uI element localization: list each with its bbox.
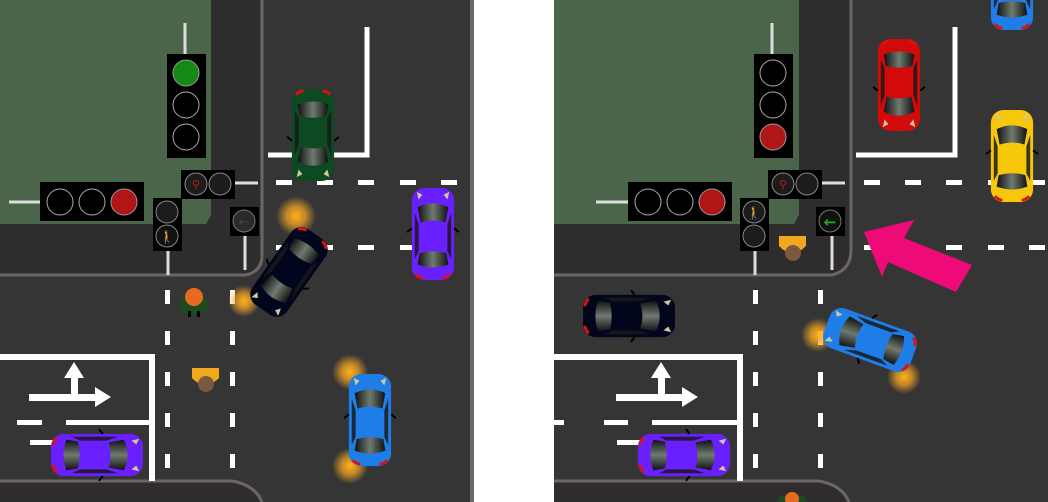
grass (554, 0, 799, 224)
traffic-light-vertical (167, 54, 206, 158)
pedestrian-green-icon: 🚶 (160, 230, 175, 244)
car-purple-bottom (636, 427, 732, 483)
lane-arrow-straight-right (616, 362, 698, 407)
lane-dashes-bottom (554, 420, 738, 445)
stop-line-bottom (554, 354, 743, 481)
crosswalk-dashes (165, 290, 235, 468)
signal-red-light (698, 188, 726, 216)
traffic-light-vertical (754, 54, 793, 158)
signal-red-light (759, 123, 787, 151)
stop-line-top (856, 27, 958, 158)
curb-bottom (554, 479, 851, 502)
pedestrian-red-icon: 🚶 (747, 206, 762, 220)
left-arrow-green-icon: ← (824, 213, 837, 231)
lane-dashes-bottom (17, 420, 150, 445)
pedestrian-signal: 🚶 (740, 198, 769, 251)
bicycle-signal-horizontal: ⚲ (768, 170, 822, 199)
curb-bottom (0, 479, 264, 502)
car-purple-bottom (49, 427, 145, 483)
pedestrian-walking-2 (192, 368, 219, 392)
car-blue (342, 372, 398, 468)
pedestrian-walking-1 (179, 288, 209, 317)
left-turn-arrow-signal: ← (230, 207, 259, 236)
car-red (871, 37, 927, 133)
bicycle-signal-horizontal: ⚲ (181, 170, 235, 199)
curb-top-left (554, 0, 853, 277)
traffic-light-horizontal (40, 182, 144, 221)
sidewalk-bottom (554, 481, 849, 502)
signal-green-light (172, 59, 200, 87)
traffic-light-horizontal (628, 182, 732, 221)
left-arrow-icon: ← (239, 215, 250, 230)
car-dark (581, 288, 677, 344)
curb-right (470, 0, 474, 502)
highlight-arrow (864, 220, 972, 292)
stop-line-bottom (0, 354, 155, 481)
scene-panel-after: ⚲ 🚶 ← (554, 0, 1048, 502)
sidewalk-bottom (0, 481, 262, 502)
pedestrian-bottom (777, 492, 807, 502)
bicycle-red-icon: ⚲ (779, 178, 787, 191)
pedestrian-corner (779, 236, 806, 261)
left-turn-arrow-signal: ← (816, 207, 845, 236)
car-yellow (984, 108, 1040, 204)
lane-arrow-straight-right (29, 362, 111, 407)
car-purple-right (405, 186, 461, 282)
scene-panel-before: ⚲ 🚶 ← (0, 0, 474, 502)
signal-red-light (110, 188, 138, 216)
car-green (285, 87, 341, 183)
car-blue-top (984, 0, 1040, 32)
curb-top-left (0, 0, 264, 277)
pedestrian-signal: 🚶 (153, 198, 182, 251)
bicycle-red-icon: ⚲ (192, 178, 200, 191)
grass (0, 0, 211, 224)
